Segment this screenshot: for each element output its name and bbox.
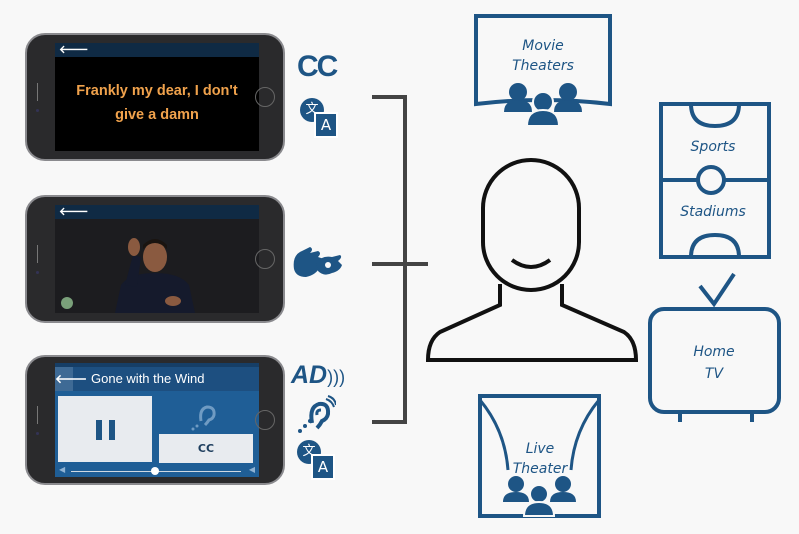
hearing-assistance-icon — [298, 395, 336, 433]
cc-button[interactable]: CC — [159, 434, 253, 463]
signer-video — [55, 219, 259, 313]
sign-language-icon — [293, 247, 342, 277]
volume-slider[interactable]: ◀ ◀ — [59, 465, 255, 475]
bracket — [372, 95, 428, 424]
venue-label: Theater — [513, 461, 569, 477]
ad-text: AD — [291, 361, 328, 389]
speaker — [37, 245, 38, 263]
camera — [36, 432, 39, 435]
phone-audio-description: 🡐 Gone with the Wind CC ◀ ◀ — [25, 355, 285, 485]
top-bar: 🡐 — [55, 43, 259, 57]
pause-icon — [96, 420, 115, 440]
camera — [36, 271, 39, 274]
venue-label: Home — [693, 344, 734, 360]
phone-captions: 🡐 Frankly my dear, I don't give a damn — [25, 33, 285, 161]
translate-letter: A — [311, 454, 335, 480]
back-button[interactable]: 🡐 — [59, 205, 89, 218]
person-icon — [425, 158, 639, 362]
sound-waves: ))) — [327, 367, 346, 387]
slider-thumb[interactable] — [151, 467, 159, 475]
title-bar: 🡐 Gone with the Wind — [55, 367, 259, 391]
translate-icon: 文 A — [297, 440, 337, 480]
home-button — [255, 87, 275, 107]
venue-label: Stadiums — [680, 204, 746, 220]
venue-label: Sports — [691, 139, 736, 155]
sports-stadiums-icon: Sports Stadiums — [659, 102, 771, 259]
home-tv-icon: Home TV — [648, 272, 781, 422]
venue-label: TV — [705, 366, 725, 382]
home-button — [255, 410, 275, 430]
pause-button[interactable] — [58, 396, 152, 462]
translate-letter: A — [314, 112, 338, 138]
phone-screen: 🡐 — [55, 205, 259, 313]
venue-label: Movie — [522, 38, 563, 54]
venue-label: Live — [526, 441, 555, 457]
closed-caption-icon: CC — [297, 50, 338, 83]
hearing-assist-icon — [191, 405, 216, 431]
caption-line-2: give a damn — [115, 107, 199, 123]
audio-description-icon: AD))) — [291, 362, 345, 390]
speaker — [37, 83, 38, 101]
live-theater-icon: Live Theater — [478, 394, 601, 518]
volume-low-icon: ◀ — [59, 465, 66, 474]
back-button[interactable]: 🡐 — [59, 43, 89, 56]
phone-screen: 🡐 Frankly my dear, I don't give a damn — [55, 43, 259, 151]
translate-icon: 文 A — [300, 98, 340, 138]
top-bar: 🡐 — [55, 205, 259, 219]
caption-line-1: Frankly my dear, I don't — [76, 83, 238, 99]
caption-text: Frankly my dear, I don't give a damn — [55, 79, 259, 127]
movie-title: Gone with the Wind — [91, 371, 205, 386]
movie-theaters-icon: Movie Theaters — [474, 14, 612, 127]
camera — [36, 109, 39, 112]
phone-screen: 🡐 Gone with the Wind CC ◀ ◀ — [55, 363, 259, 477]
phone-sign-language: 🡐 — [25, 195, 285, 323]
venue-label: Theaters — [512, 58, 574, 74]
speaker — [37, 406, 38, 424]
home-button — [255, 249, 275, 269]
volume-high-icon: ◀ — [248, 465, 255, 474]
